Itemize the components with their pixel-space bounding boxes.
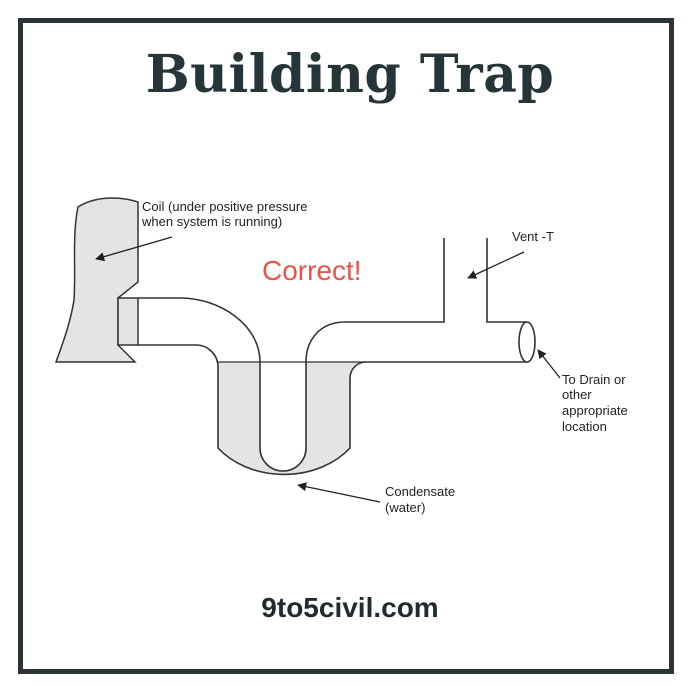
vent-arrow <box>467 251 525 279</box>
trap-pipe <box>138 238 527 476</box>
condensate-arrow <box>297 482 381 503</box>
drain-label: To Drain or other appropriate location <box>562 372 631 434</box>
coil-label: Coil (under positive pressure when syste… <box>141 199 311 229</box>
site-url: 9to5civil.com <box>261 592 439 623</box>
pipe-fitting <box>117 297 139 346</box>
status-correct-text: Correct! <box>262 255 362 286</box>
image-frame <box>18 18 674 674</box>
coil-arrow <box>95 236 173 262</box>
vent-label: Vent -T <box>512 229 554 244</box>
page-title: Building Trap <box>145 44 555 105</box>
drain-arrow <box>537 349 561 379</box>
condensate-label: Condensate (water) <box>385 484 459 515</box>
condensate-water <box>218 362 366 475</box>
pipe-open-end <box>518 321 536 363</box>
